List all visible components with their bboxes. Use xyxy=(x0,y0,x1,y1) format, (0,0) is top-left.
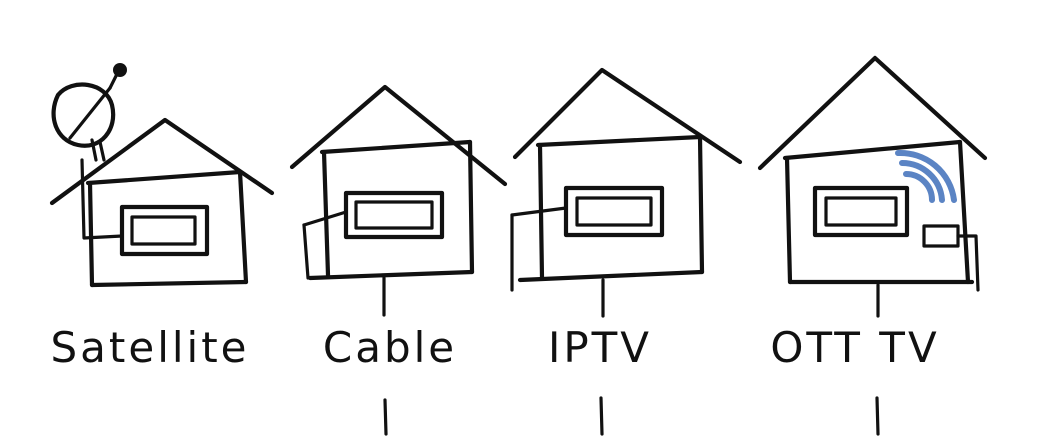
house-iptv xyxy=(510,67,743,318)
house-ott-tv xyxy=(757,55,988,318)
house-cable xyxy=(289,84,508,317)
tv-screen-icon xyxy=(812,185,910,238)
tv-screen-icon xyxy=(563,185,665,238)
label-iptv: IPTV xyxy=(547,323,653,372)
wifi-signal-icon xyxy=(895,149,957,203)
satellite-dish-icon xyxy=(51,63,127,162)
tv-screen-icon xyxy=(119,204,210,257)
label-satellite: Satellite xyxy=(50,323,250,372)
set-top-box-icon xyxy=(922,224,980,292)
label-ott-tv: OTT TV xyxy=(770,323,940,372)
tv-screen-icon xyxy=(343,190,445,240)
label-cable: Cable xyxy=(322,323,458,372)
house-satellite xyxy=(49,63,275,288)
connector-lines xyxy=(383,396,880,436)
